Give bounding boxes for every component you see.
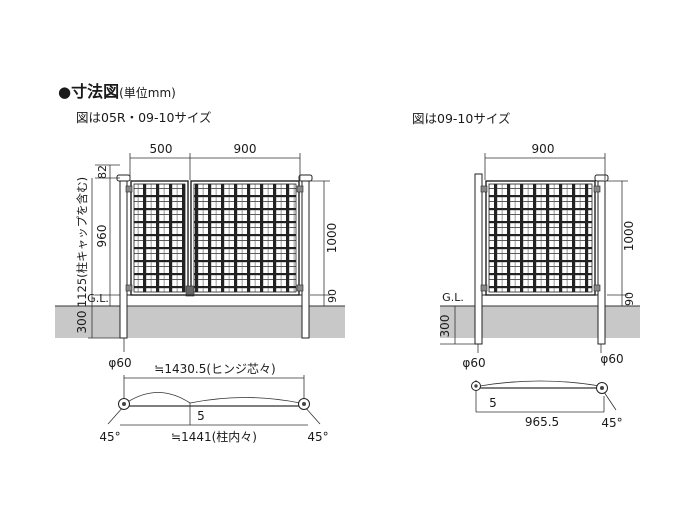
dim-base-height: 90 — [623, 292, 636, 306]
front-view-right: 900 1000 90 G.L. 300 φ60 φ60 — [438, 142, 640, 370]
ground-band — [440, 306, 640, 338]
post-diameter-left: φ60 — [462, 356, 485, 370]
dim-inner-span: ≒1441(柱内々) — [171, 429, 257, 444]
post-left — [119, 179, 128, 339]
dim-total-height: 1000 — [622, 221, 636, 252]
dim-ground-depth: 300 — [438, 315, 452, 338]
post-left — [474, 173, 483, 345]
drop-bolt — [185, 285, 195, 297]
post-cap-right — [298, 174, 313, 182]
dim-width-small: 500 — [150, 142, 173, 156]
angle-left: 45° — [99, 430, 120, 444]
dim-span: 965.5 — [525, 415, 559, 429]
post-diameter-left: φ60 — [108, 356, 131, 370]
dim-cap-height: 82 — [96, 165, 109, 179]
plan-view-right: 5 965.5 45° — [471, 380, 623, 430]
dim-inner-height: 960 — [95, 225, 109, 248]
ground-band — [55, 306, 345, 338]
post-right — [301, 179, 310, 339]
diagram-caption-left: 図は05R・09-10サイズ — [76, 110, 212, 125]
diagram-caption-right: 図は09-10サイズ — [412, 111, 511, 126]
angle-right: 45° — [601, 416, 622, 430]
angle-right: 45° — [307, 430, 328, 444]
dim-hinge-span: ≒1430.5(ヒンジ芯々) — [154, 362, 275, 376]
front-view-left: 500 900 82 960 1125(柱キャップを含む) G.L. 300 1… — [55, 142, 345, 370]
dim-width: 900 — [532, 142, 555, 156]
bullet-icon: ● — [58, 83, 72, 101]
post-diameter-right: φ60 — [600, 352, 623, 366]
post-cap-right — [594, 174, 609, 182]
plan-view-left: ≒1430.5(ヒンジ芯々) 5 45° ≒1441(柱内々) 45° — [99, 362, 328, 444]
title-main: 寸法図 — [71, 82, 120, 101]
post-right — [597, 179, 606, 345]
gl-label-left: G.L. — [87, 292, 109, 305]
dim-width-large: 900 — [234, 142, 257, 156]
dim-swing-gap: 5 — [197, 409, 205, 423]
gl-label-right: G.L. — [442, 291, 464, 304]
title-unit: (単位mm) — [119, 86, 176, 100]
dim-ground-depth: 300 — [75, 311, 89, 334]
dim-base-height: 90 — [326, 289, 339, 303]
dim-post-height: 1125(柱キャップを含む) — [75, 177, 89, 307]
dim-total-height: 1000 — [325, 223, 339, 254]
dim-swing-gap: 5 — [489, 396, 497, 410]
section-title: ●寸法図(単位mm) — [58, 78, 176, 102]
